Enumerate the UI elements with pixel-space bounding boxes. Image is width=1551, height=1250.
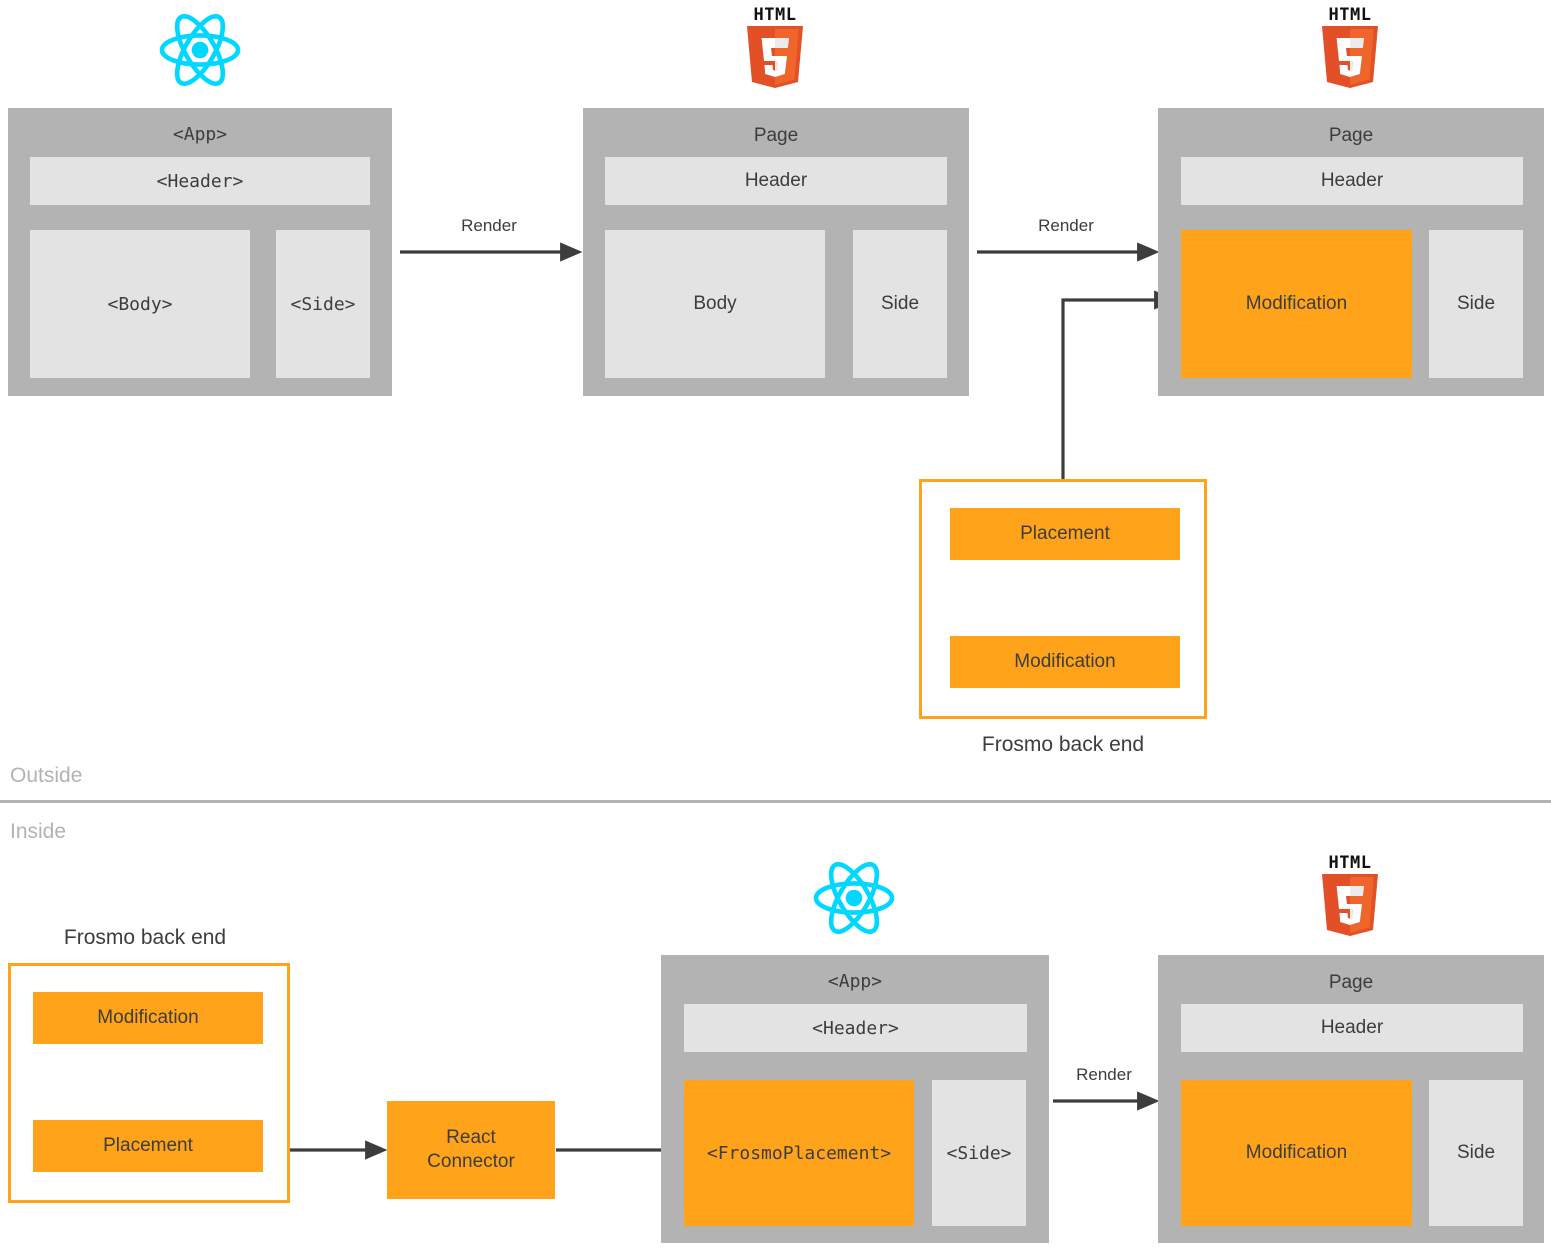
- outside-label: Outside: [10, 764, 83, 787]
- frosmo-top-placement-box: Placement: [950, 508, 1180, 560]
- page-bottom-side-box: Side: [1429, 1080, 1523, 1226]
- page-header-box: Header: [605, 157, 947, 205]
- arrow-label-render-2: Render: [1038, 216, 1094, 235]
- svg-text:HTML: HTML: [1329, 853, 1372, 873]
- app-bottom-frame-title: <App>: [827, 971, 883, 992]
- frosmo-backend-group-top: Placement Modification: [919, 479, 1207, 719]
- page-bottom-frame-title: Page: [1328, 972, 1374, 993]
- react-app-frame: <App> <Header> <Body> <Side>: [8, 108, 392, 396]
- html5-logo-svg: HTML: [1322, 5, 1378, 88]
- frosmo-top-modification-box: Modification: [950, 636, 1180, 688]
- html5-logo-bottom-page: HTML: [1312, 850, 1388, 936]
- page-modified-frame-title: Page: [1328, 125, 1374, 146]
- html5-logo-svg: HTML: [747, 5, 803, 88]
- app-bottom-header-box: <Header>: [684, 1004, 1027, 1052]
- app-side-box: <Side>: [276, 230, 370, 378]
- react-connector-box: React Connector: [387, 1101, 555, 1199]
- html5-logo-top-page: HTML: [737, 2, 813, 88]
- frosmo-bottom-placement-box: Placement: [33, 1120, 263, 1172]
- page-side-box: Side: [853, 230, 947, 378]
- page-frame-bottom: Page Header Modification Side: [1158, 955, 1544, 1243]
- section-divider: [0, 800, 1551, 803]
- react-logo-svg: [813, 861, 895, 935]
- frosmo-backend-group-bottom: Modification Placement: [8, 963, 290, 1203]
- page-modified-modification-box: Modification: [1181, 230, 1412, 378]
- frosmo-backend-label-bottom: Frosmo back end: [63, 926, 227, 949]
- react-logo: [158, 12, 242, 88]
- arrow-label-render-1: Render: [461, 216, 517, 235]
- app-body-box: <Body>: [30, 230, 250, 378]
- app-bottom-side-box: <Side>: [932, 1080, 1026, 1226]
- page-modified-header-box: Header: [1181, 157, 1523, 205]
- html5-logo-svg: HTML: [1322, 853, 1378, 936]
- page-bottom-modification-box: Modification: [1181, 1080, 1412, 1226]
- frosmo-backend-label-top: Frosmo back end: [981, 733, 1145, 756]
- app-frame-title: <App>: [172, 124, 228, 145]
- svg-text:HTML: HTML: [754, 5, 797, 25]
- arrow-placement-to-modification: [1061, 290, 1177, 505]
- inside-label: Inside: [10, 820, 67, 843]
- page-frame: Page Header Body Side: [583, 108, 969, 396]
- page-modified-side-box: Side: [1429, 230, 1523, 378]
- react-connector-line-1: React: [446, 1127, 496, 1149]
- html5-logo-top-page-modified: HTML: [1312, 2, 1388, 88]
- page-frame-title: Page: [753, 125, 799, 146]
- frosmo-bottom-modification-box: Modification: [33, 992, 263, 1044]
- react-app-frame-bottom: <App> <Header> <FrosmoPlacement> <Side>: [661, 955, 1049, 1243]
- react-logo-bottom: [812, 860, 896, 936]
- arrow-label-render-bottom: Render: [1076, 1065, 1132, 1084]
- page-bottom-header-box: Header: [1181, 1004, 1523, 1052]
- svg-text:HTML: HTML: [1329, 5, 1372, 25]
- app-bottom-frosmoplacement-box: <FrosmoPlacement>: [684, 1080, 914, 1226]
- react-connector-line-2: Connector: [427, 1151, 515, 1172]
- react-logo-svg: [159, 13, 241, 87]
- app-header-box: <Header>: [30, 157, 370, 205]
- page-body-box: Body: [605, 230, 825, 378]
- page-modified-frame: Page Header Modification Side: [1158, 108, 1544, 396]
